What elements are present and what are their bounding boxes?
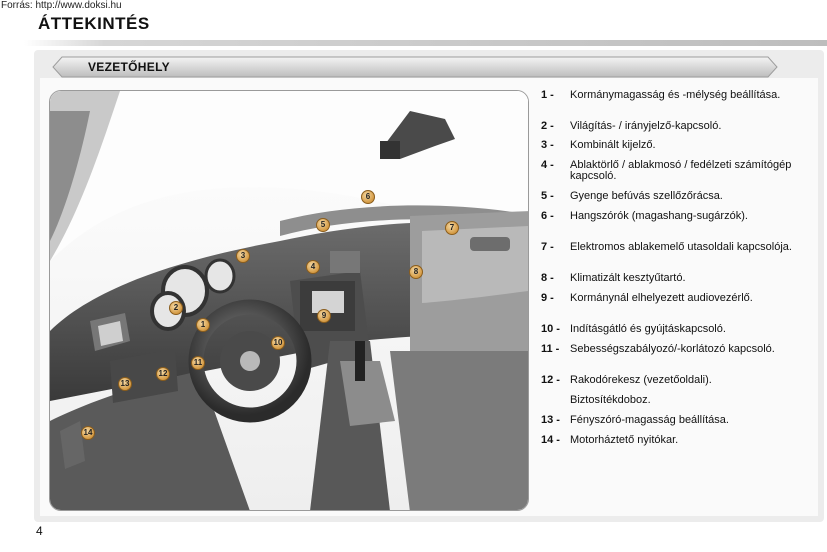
legend-number: 1 - [541, 89, 554, 101]
section-ribbon-shape [52, 56, 778, 78]
legend-text: Sebességszabályozó/-korlátozó kapcsoló. [570, 343, 775, 355]
legend-text: Rakodórekesz (vezetőoldali). [570, 374, 712, 386]
legend-number: 4 - [541, 159, 554, 171]
legend-number: 7 - [541, 241, 554, 253]
callout-13: 13 [118, 377, 132, 391]
legend-text: Motorháztető nyitókar. [570, 434, 679, 446]
legend-number: 12 - [541, 374, 560, 386]
source-note: Forrás: http://www.doksi.hu [1, 0, 122, 11]
callout-3: 3 [236, 249, 250, 263]
title-underline [24, 40, 827, 46]
legend-text: Világítás- / irányjelző-kapcsoló. [570, 120, 722, 132]
legend-text: Ablaktörlő / ablakmosó / fedélzeti számí… [570, 159, 792, 182]
legend-number: 13 - [541, 414, 560, 426]
dashboard-drawing [50, 91, 528, 510]
legend-number: 9 - [541, 292, 554, 304]
legend-text: Elektromos ablakemelő utasoldali kapcsol… [570, 241, 792, 253]
legend-number: 5 - [541, 190, 554, 202]
callout-4: 4 [306, 260, 320, 274]
legend-number: 14 - [541, 434, 560, 446]
callout-8: 8 [409, 265, 423, 279]
legend-number: 6 - [541, 210, 554, 222]
callout-2: 2 [169, 301, 183, 315]
legend-number: 11 - [541, 343, 560, 355]
callout-10: 10 [271, 336, 285, 350]
legend-text: Fényszóró-magasság beállítása. [570, 414, 729, 426]
legend-text: Gyenge befúvás szellőzőrácsa. [570, 190, 723, 202]
callout-11: 11 [191, 356, 205, 370]
callout-6: 6 [361, 190, 375, 204]
legend-text: Kormánymagasság és -mélység beállítása. [570, 89, 781, 101]
legend-text: Indításgátló és gyújtáskapcsoló. [570, 323, 726, 335]
legend-text: Biztosítékdoboz. [570, 394, 651, 406]
legend-text: Hangszórók (magashang-sugárzók). [570, 210, 748, 222]
callout-7: 7 [445, 221, 459, 235]
legend-number: 3 - [541, 139, 554, 151]
legend-number: 8 - [541, 272, 554, 284]
callout-1: 1 [196, 318, 210, 332]
section-title: VEZETŐHELY [88, 60, 170, 74]
page-number: 4 [36, 524, 43, 538]
dashboard-illustration: 1 2 3 4 5 6 7 8 9 10 11 12 13 14 [49, 90, 529, 511]
legend-text: Klimatizált kesztyűtartó. [570, 272, 686, 284]
callout-12: 12 [156, 367, 170, 381]
legend-number: 2 - [541, 120, 554, 132]
section-header: VEZETŐHELY [52, 56, 778, 78]
legend-text: Kormánynál elhelyezett audiovezérlő. [570, 292, 753, 304]
page-title: ÁTTEKINTÉS [38, 14, 150, 33]
legend-text: Kombinált kijelző. [570, 139, 656, 151]
callout-5: 5 [316, 218, 330, 232]
callout-14: 14 [81, 426, 95, 440]
legend-number: 10 - [541, 323, 560, 335]
callout-9: 9 [317, 309, 331, 323]
